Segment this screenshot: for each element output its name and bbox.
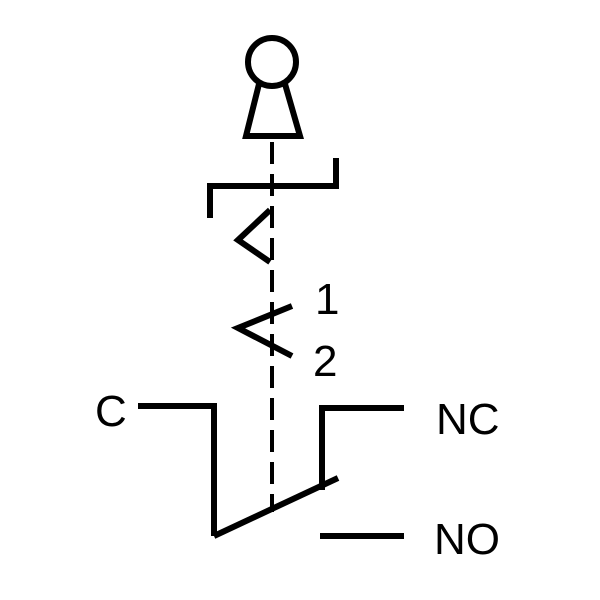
spring-detent-upper: [233, 207, 273, 265]
spring-detent-lower: [230, 303, 294, 359]
keylock-operator-icon: [242, 35, 304, 139]
moving-contact-blade: [212, 475, 340, 539]
label-position-1: 1: [315, 275, 339, 324]
common-terminal-wire: [138, 403, 217, 536]
label-normally-open: NO: [434, 515, 500, 564]
nc-contact-wire: [319, 405, 404, 490]
label-normally-closed: NC: [436, 395, 500, 444]
label-position-2: 2: [313, 337, 337, 386]
label-common: C: [95, 387, 127, 436]
operator-bracket: [207, 158, 339, 218]
